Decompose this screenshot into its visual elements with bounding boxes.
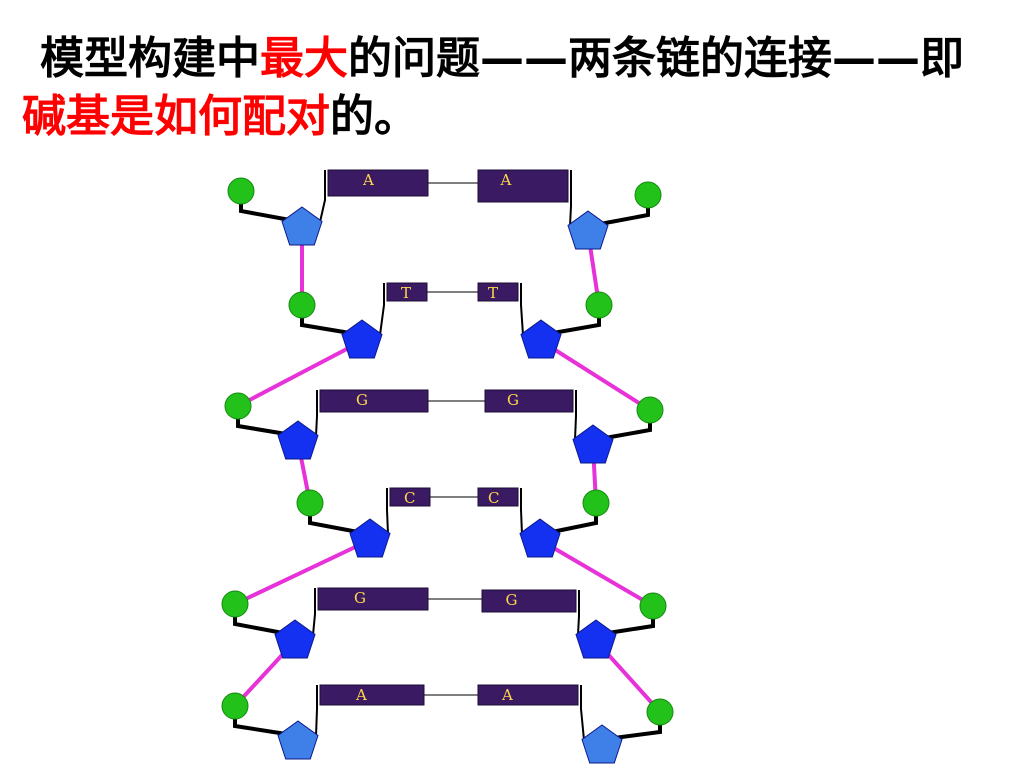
base-left — [327, 169, 429, 197]
title-text-2: 的问题——两条链的连接——即 — [348, 33, 964, 84]
phosphate-circle-left — [224, 392, 252, 420]
phosphate-circle-right — [582, 489, 610, 517]
sugar-base-bond-left — [379, 283, 385, 336]
base-right — [477, 282, 519, 302]
base-label-right: G — [506, 591, 518, 609]
sugar-pentagon-left — [274, 619, 316, 659]
sugar-pentagon-right — [581, 724, 623, 764]
sugar-base-bond-left — [315, 390, 318, 437]
base-left — [389, 487, 431, 507]
sugar-pentagon-left — [277, 720, 319, 760]
phosphate-circle-right — [646, 698, 674, 726]
backbone-link-left — [237, 339, 363, 408]
sugar-base-bond-right — [580, 685, 585, 741]
sugar-base-bond-right — [574, 390, 577, 441]
base-right — [481, 589, 577, 613]
sugar-base-bond-right — [520, 283, 524, 336]
phosphate-circle-left — [296, 489, 324, 517]
base-right — [477, 169, 569, 203]
sugar-base-bond-left — [386, 488, 389, 535]
phosphate-circle-right — [639, 592, 667, 620]
phosphate-circle-left — [221, 692, 249, 720]
phosphate-circle-left — [221, 590, 249, 618]
base-left — [386, 282, 428, 302]
base-left — [317, 587, 429, 611]
backbone-link-left — [234, 538, 371, 606]
base-right — [484, 389, 574, 413]
sugar-base-bond-left — [319, 170, 326, 223]
phosphate-circle-right — [585, 291, 613, 319]
sugar-pentagon-right — [519, 518, 561, 558]
base-label-left: C — [404, 489, 415, 507]
sugar-pentagon-right — [567, 210, 609, 250]
phosphate-circle-right — [636, 396, 664, 424]
node-layer — [221, 177, 674, 764]
base-label-left: A — [362, 171, 374, 189]
base-label-right: T — [488, 284, 498, 302]
base-label-left: G — [354, 589, 366, 607]
sugar-pentagon-right — [572, 424, 614, 464]
phosphate-circle-left — [288, 291, 316, 319]
base-layer: A A T T G G C C G G A A — [317, 169, 579, 706]
backbone-link-right — [539, 339, 652, 412]
title-highlight-2: 碱基是如何配对 — [22, 91, 330, 142]
sugar-base-bond-right — [577, 590, 580, 636]
sugar-pentagon-right — [575, 619, 617, 659]
base-label-right: A — [500, 171, 512, 189]
base-label-right: A — [501, 686, 513, 704]
sugar-pentagon-right — [520, 319, 562, 359]
title-text-1: 模型构建中 — [40, 33, 260, 84]
sugar-base-bond-right — [520, 488, 523, 535]
sugar-pentagon-left — [277, 420, 319, 460]
base-label-right: C — [488, 489, 499, 507]
page-title: 模型构建中最大的问题——两条链的连接——即碱基是如何配对的。 — [22, 30, 982, 146]
title-highlight-1: 最大 — [260, 33, 348, 84]
base-left — [319, 684, 425, 706]
sugar-pentagon-left — [349, 518, 391, 558]
base-label-right: G — [507, 391, 519, 409]
sugar-pentagon-left — [281, 206, 323, 246]
base-right — [477, 487, 519, 507]
backbone-link-right — [538, 538, 655, 608]
phosphate-circle-right — [634, 181, 662, 209]
base-label-left: A — [355, 686, 367, 704]
title-text-3: 的。 — [330, 91, 418, 142]
base-right — [477, 684, 579, 706]
base-label-left: T — [401, 284, 411, 302]
sugar-pentagon-left — [341, 319, 383, 359]
sugar-base-bond-right — [569, 170, 572, 227]
sugar-base-bond-left — [315, 685, 318, 737]
base-label-left: G — [356, 391, 368, 409]
phosphate-circle-left — [227, 177, 255, 205]
base-left — [319, 389, 429, 413]
sugar-base-bond-left — [312, 588, 316, 636]
